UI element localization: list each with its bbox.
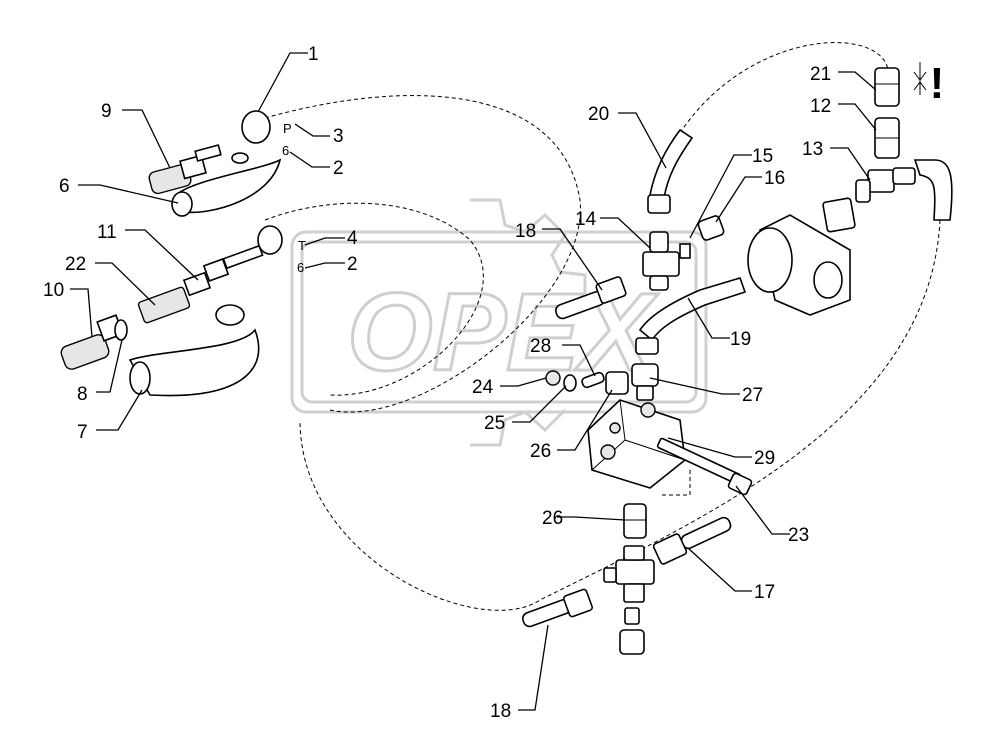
quick-coupler-9 <box>148 144 222 195</box>
callout-22: 22 <box>65 254 86 275</box>
hose-20 <box>647 128 694 214</box>
callout-11: 11 <box>97 222 117 243</box>
pin-28 <box>581 371 605 389</box>
valve-block-29 <box>587 399 686 489</box>
plug-24 <box>545 370 561 386</box>
dust-cap-6 <box>171 152 282 217</box>
callout-25: 25 <box>484 413 505 434</box>
callout-20: 20 <box>588 104 609 125</box>
callout-13: 13 <box>802 139 823 160</box>
seal-ring-25 <box>563 374 577 392</box>
tee-fitting-14 <box>642 231 691 291</box>
leader-lines <box>70 52 877 711</box>
gear-pump <box>747 197 856 316</box>
callout-26-upper: 26 <box>530 441 551 462</box>
callout-8: 8 <box>77 384 88 405</box>
check-valve-21 <box>874 67 900 107</box>
snap-ring-4 <box>257 225 283 255</box>
callout-28: 28 <box>530 336 551 357</box>
hose-17 <box>652 516 732 565</box>
hose-18-lower <box>522 588 593 628</box>
callout-18-upper: 18 <box>515 221 536 242</box>
warning-symbol: ! <box>913 59 945 108</box>
snap-ring-1 <box>241 110 271 144</box>
callout-9: 9 <box>101 101 112 122</box>
fitting-26-lower <box>623 503 647 539</box>
callout-26-lower: 26 <box>542 508 563 529</box>
hose-19 <box>635 277 747 355</box>
callout-27: 27 <box>742 385 763 406</box>
callout-23: 23 <box>788 525 809 546</box>
callout-12: 12 <box>810 96 831 117</box>
tag-six-b: 6 <box>297 260 304 275</box>
tag-p: P <box>283 121 292 136</box>
callout-24: 24 <box>472 377 494 398</box>
callout-1: 1 <box>308 44 319 65</box>
tee-fitting-13 <box>855 159 953 221</box>
callout-15: 15 <box>752 146 773 167</box>
dust-cap-7 <box>128 304 260 397</box>
callout-18-lower: 18 <box>490 701 511 722</box>
callout-10: 10 <box>43 280 64 301</box>
callout-17: 17 <box>754 582 775 603</box>
part-tags: P 6 T 6 <box>282 121 306 275</box>
callout-7: 7 <box>77 422 88 443</box>
nut-16 <box>697 215 725 241</box>
hose-routing-lines <box>264 42 941 611</box>
callouts: 1 9 3 2 6 11 4 2 22 10 8 7 20 21 12 13 1… <box>43 44 831 722</box>
callout-2: 2 <box>333 158 344 179</box>
callout-16: 16 <box>764 168 785 189</box>
fitting-12 <box>874 117 900 159</box>
fitting-26-upper <box>605 371 629 395</box>
tee-fitting-lower <box>603 545 655 655</box>
adapter-27 <box>631 363 659 401</box>
callout-19: 19 <box>730 329 751 350</box>
callout-6: 6 <box>59 176 70 197</box>
warning-icon: ! <box>930 59 945 108</box>
tag-six-a: 6 <box>282 143 289 158</box>
bolt-23 <box>656 437 753 496</box>
callout-29: 29 <box>754 448 775 469</box>
callout-14: 14 <box>575 209 597 230</box>
callout-3: 3 <box>333 126 344 147</box>
callout-21: 21 <box>810 64 831 85</box>
callout-2b: 2 <box>347 254 358 275</box>
tag-t: T <box>298 238 306 253</box>
hose-18-upper <box>555 276 627 320</box>
callout-4: 4 <box>347 228 358 249</box>
quick-coupler-assembly-10-22 <box>60 244 264 370</box>
